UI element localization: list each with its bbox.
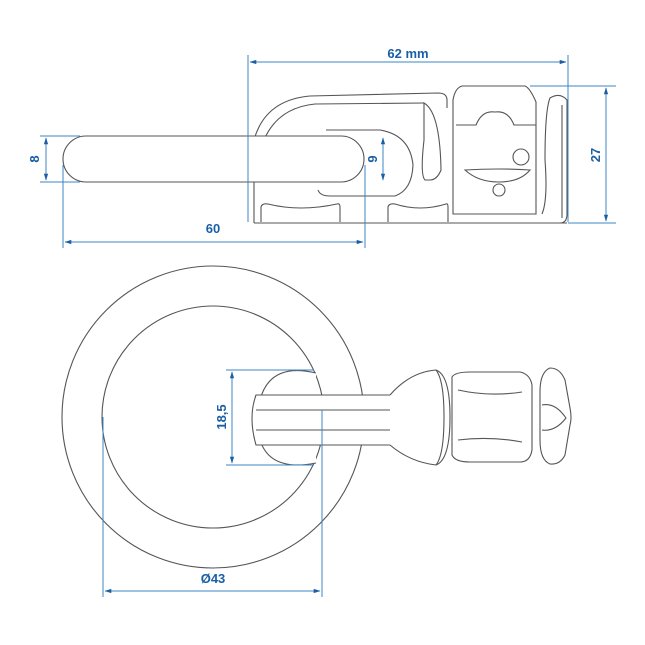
label-slot-height: 9 [365,155,380,162]
label-height: 27 [588,148,603,162]
label-ring-diameter: Ø43 [201,571,226,586]
top-view: 18,5 Ø43 [61,265,572,597]
dimension-pin-diameter: 8 [27,135,80,183]
side-view: 62 mm 27 8 9 60 [27,46,616,248]
dimension-pin-length: 60 [62,165,366,248]
label-overall-width: 62 mm [387,46,428,61]
label-inner-span: 18,5 [214,404,229,429]
dimension-overall-width: 62 mm [247,46,569,222]
pin [62,135,365,183]
dimension-height: 27 [530,85,616,224]
label-pin-diameter: 8 [27,155,42,162]
dimension-ring-diameter: Ø43 [102,410,323,597]
label-pin-length: 60 [206,221,220,236]
dimension-slot-height: 9 [365,137,386,181]
bolt-shank [251,367,572,466]
dimension-inner-span: 18,5 [214,369,314,466]
